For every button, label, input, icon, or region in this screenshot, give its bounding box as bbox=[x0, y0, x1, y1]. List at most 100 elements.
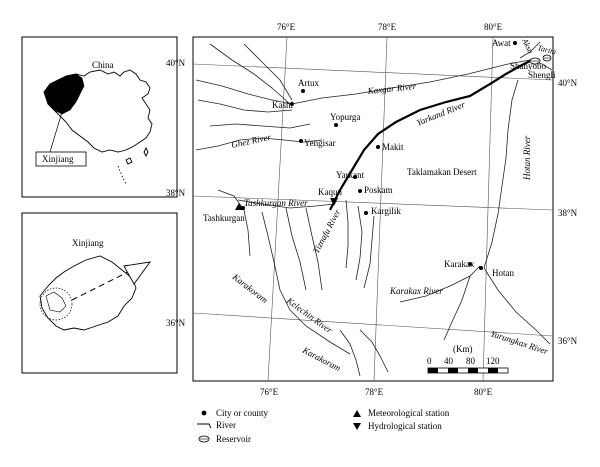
main-map: 76°E 78°E 80°E 76°E 78°E 80°E 40°N 38°N … bbox=[166, 22, 578, 397]
scale-bar-unit: (Km) bbox=[453, 344, 473, 354]
inset-china: China Xinjiang bbox=[21, 36, 178, 198]
river-network bbox=[195, 41, 553, 377]
river-w3 bbox=[209, 123, 311, 129]
lon-80-top: 80°E bbox=[484, 22, 503, 32]
inset-china-label: China bbox=[92, 60, 114, 70]
lon-76-top: 76°E bbox=[277, 22, 296, 32]
reservoir-icon-shengli bbox=[542, 54, 552, 62]
scale-bar-seg-2 bbox=[448, 368, 458, 373]
river-line-w2 bbox=[197, 99, 293, 113]
city-dot-hotan bbox=[479, 266, 483, 270]
city-dot-yopurga bbox=[334, 123, 338, 127]
city-dot-yengisar bbox=[299, 139, 303, 143]
legend: City or county River Reservoir Meteorolo… bbox=[197, 408, 450, 444]
label-aksu: Aksu bbox=[520, 36, 535, 55]
label-karakoram-2: Karakoram bbox=[300, 344, 343, 373]
river-s2 bbox=[339, 329, 361, 377]
lat-40-right: 40°N bbox=[558, 78, 578, 88]
label-tashkurgan-river: Tashkurgan River bbox=[244, 198, 308, 208]
city-points bbox=[241, 41, 517, 270]
river-karakax bbox=[399, 265, 481, 303]
river-kargilik bbox=[363, 215, 375, 289]
xinjiang-shaded-region bbox=[43, 73, 85, 115]
lat-40-left: 40°N bbox=[166, 58, 186, 68]
label-artux: Artux bbox=[298, 78, 319, 88]
graticule-80e bbox=[482, 36, 494, 382]
inset-china-frame bbox=[21, 36, 178, 198]
xinjiang-outline bbox=[39, 255, 137, 331]
scale-bar-seg-4 bbox=[488, 368, 498, 373]
scale-tick-0: 0 bbox=[427, 356, 432, 366]
lon-78-top: 78°E bbox=[378, 22, 397, 32]
river-tashkurgan bbox=[237, 199, 335, 209]
lat-38-left: 38°N bbox=[166, 188, 186, 198]
lat-36-left: 36°N bbox=[166, 318, 186, 328]
river-line-w1 bbox=[195, 79, 293, 105]
legend-meteo-icon bbox=[353, 410, 361, 417]
taiwan-island bbox=[143, 146, 149, 158]
label-kaxgar-river: Kaxgar River bbox=[366, 81, 417, 96]
scale-tick-40: 40 bbox=[444, 356, 454, 366]
river-line-nw1 bbox=[209, 43, 291, 105]
label-karakax: Karakax bbox=[444, 259, 475, 269]
hainan-island bbox=[125, 157, 133, 165]
scale-tick-120: 120 bbox=[486, 356, 500, 366]
lat-36-right: 36°N bbox=[558, 336, 578, 346]
inset-xinjiang-label: Xinjiang bbox=[42, 154, 74, 164]
city-dot-yarkant bbox=[353, 175, 357, 179]
city-dot-poskam bbox=[358, 189, 362, 193]
graticule-76e bbox=[267, 36, 288, 382]
reservoir-icon-shanyobo bbox=[529, 57, 541, 65]
graticule-38n bbox=[192, 195, 554, 211]
river-kelechin bbox=[261, 211, 351, 355]
scale-tick-80: 80 bbox=[466, 356, 476, 366]
label-shengli: Shengli bbox=[528, 70, 556, 80]
label-hotan-river: Hotan River bbox=[522, 135, 532, 181]
label-shanyobo: Shanyobo bbox=[510, 61, 547, 71]
label-kelechin-river: Kelechin River bbox=[284, 295, 335, 336]
city-dot-awat bbox=[513, 41, 517, 45]
legend-hydro-icon bbox=[353, 423, 361, 430]
river-sw3 bbox=[305, 207, 323, 291]
direction-dashed-line bbox=[71, 271, 129, 301]
river-tiznafu bbox=[345, 199, 349, 269]
graticule-78e bbox=[373, 36, 388, 382]
river-aksu bbox=[519, 41, 541, 59]
city-dot-karakax bbox=[468, 262, 472, 266]
river-yurungkax bbox=[483, 267, 551, 345]
scale-bar: (Km) 0 40 80 120 bbox=[427, 344, 509, 374]
label-tarim: Tarim bbox=[537, 43, 558, 56]
label-karakoram-1: Karakoram bbox=[230, 271, 270, 305]
lon-76-bottom: 76°E bbox=[260, 387, 279, 397]
scale-bar-seg-1 bbox=[428, 368, 438, 373]
legend-city-icon bbox=[201, 410, 207, 416]
study-area-circle bbox=[39, 287, 73, 321]
label-tashkurgan: Tashkurgan bbox=[203, 213, 245, 223]
study-area-shape bbox=[45, 291, 67, 313]
river-tiznafu-2 bbox=[355, 205, 363, 281]
direction-arrow-icon bbox=[123, 261, 151, 285]
label-kashi: Kashi bbox=[272, 100, 293, 110]
legend-city-label: City or county bbox=[216, 408, 268, 418]
south-sea-dashes bbox=[117, 165, 127, 185]
label-ghez-river: Ghez River bbox=[230, 132, 272, 150]
main-map-frame bbox=[192, 36, 554, 382]
label-yopurga: Yopurga bbox=[330, 112, 360, 122]
label-kaqun: Kaqun bbox=[318, 187, 342, 197]
lat-38-right: 38°N bbox=[558, 208, 578, 218]
label-makit: Makit bbox=[382, 142, 404, 152]
city-dot-artux bbox=[301, 89, 305, 93]
legend-meteo-label: Meteorological station bbox=[368, 408, 450, 418]
label-awat: Awat bbox=[492, 38, 511, 48]
hydrological-station-icon bbox=[330, 198, 338, 206]
legend-reservoir-icon bbox=[198, 435, 210, 443]
river-s1 bbox=[359, 329, 389, 373]
river-line-nw2 bbox=[243, 43, 293, 101]
legend-reservoir-label: Reservoir bbox=[216, 434, 251, 444]
label-taklamakan-desert: Taklamakan Desert bbox=[407, 167, 477, 177]
label-kargilik: Kargilik bbox=[371, 206, 401, 216]
china-outline bbox=[43, 69, 153, 153]
graticule-36n bbox=[192, 312, 554, 337]
label-hotan: Hotan bbox=[492, 268, 514, 278]
